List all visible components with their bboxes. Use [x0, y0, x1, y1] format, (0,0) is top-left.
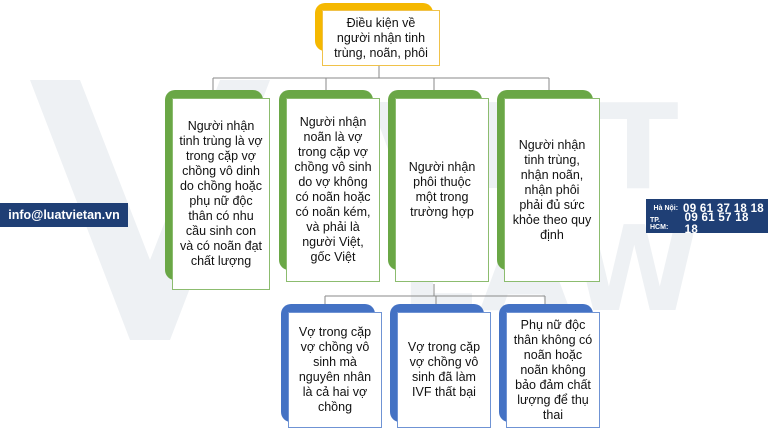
- level2-node-3: Phụ nữ độc thân không có noãn hoặc noãn …: [506, 312, 600, 428]
- level2-node-1-label: Vợ trong cặp vợ chồng vô sinh mà nguyên …: [298, 325, 372, 414]
- level1-node-3: Người nhận phôi thuộc một trong trường h…: [395, 98, 489, 282]
- level1-node-2: Người nhận noãn là vợ trong cặp vợ chồng…: [286, 98, 380, 282]
- phone-label-hcm: TP. HCM:: [650, 216, 669, 231]
- phone-row-hanoi[interactable]: Hà Nội: 09 61 37 18 18: [650, 201, 764, 216]
- root-node: Điều kiện về người nhận tinh trùng, noãn…: [322, 10, 440, 66]
- level1-node-3-label: Người nhận phôi thuộc một trong trường h…: [408, 160, 476, 219]
- contact-email[interactable]: info@luatvietan.vn: [0, 203, 128, 227]
- level1-node-4-label: Người nhận tinh trùng, nhận noãn, nhận p…: [512, 137, 592, 242]
- level1-node-1-label: Người nhận tinh trùng là vợ trong cặp vợ…: [179, 119, 263, 268]
- level2-node-2: Vợ trong cặp vợ chồng vô sinh đã làm IVF…: [397, 312, 491, 428]
- contact-phones: Hà Nội: 09 61 37 18 18 TP. HCM: 09 61 57…: [646, 199, 768, 236]
- level1-node-4: Người nhận tinh trùng, nhận noãn, nhận p…: [504, 98, 600, 282]
- level2-node-2-label: Vợ trong cặp vợ chồng vô sinh đã làm IVF…: [407, 340, 481, 399]
- level2-node-3-label: Phụ nữ độc thân không có noãn hoặc noãn …: [513, 317, 593, 422]
- phone-number-hanoi[interactable]: 09 61 37 18 18: [683, 202, 764, 215]
- level1-node-2-label: Người nhận noãn là vợ trong cặp vợ chồng…: [294, 115, 372, 264]
- root-node-label: Điều kiện về người nhận tinh trùng, noãn…: [334, 15, 428, 60]
- level1-node-1: Người nhận tinh trùng là vợ trong cặp vợ…: [172, 98, 270, 290]
- level2-node-1: Vợ trong cặp vợ chồng vô sinh mà nguyên …: [288, 312, 382, 428]
- phone-label-hanoi: Hà Nội:: [653, 205, 679, 212]
- phone-number-hcm[interactable]: 09 61 57 18 18: [684, 211, 749, 236]
- phone-row-hcm[interactable]: TP. HCM: 09 61 57 18 18: [650, 212, 764, 236]
